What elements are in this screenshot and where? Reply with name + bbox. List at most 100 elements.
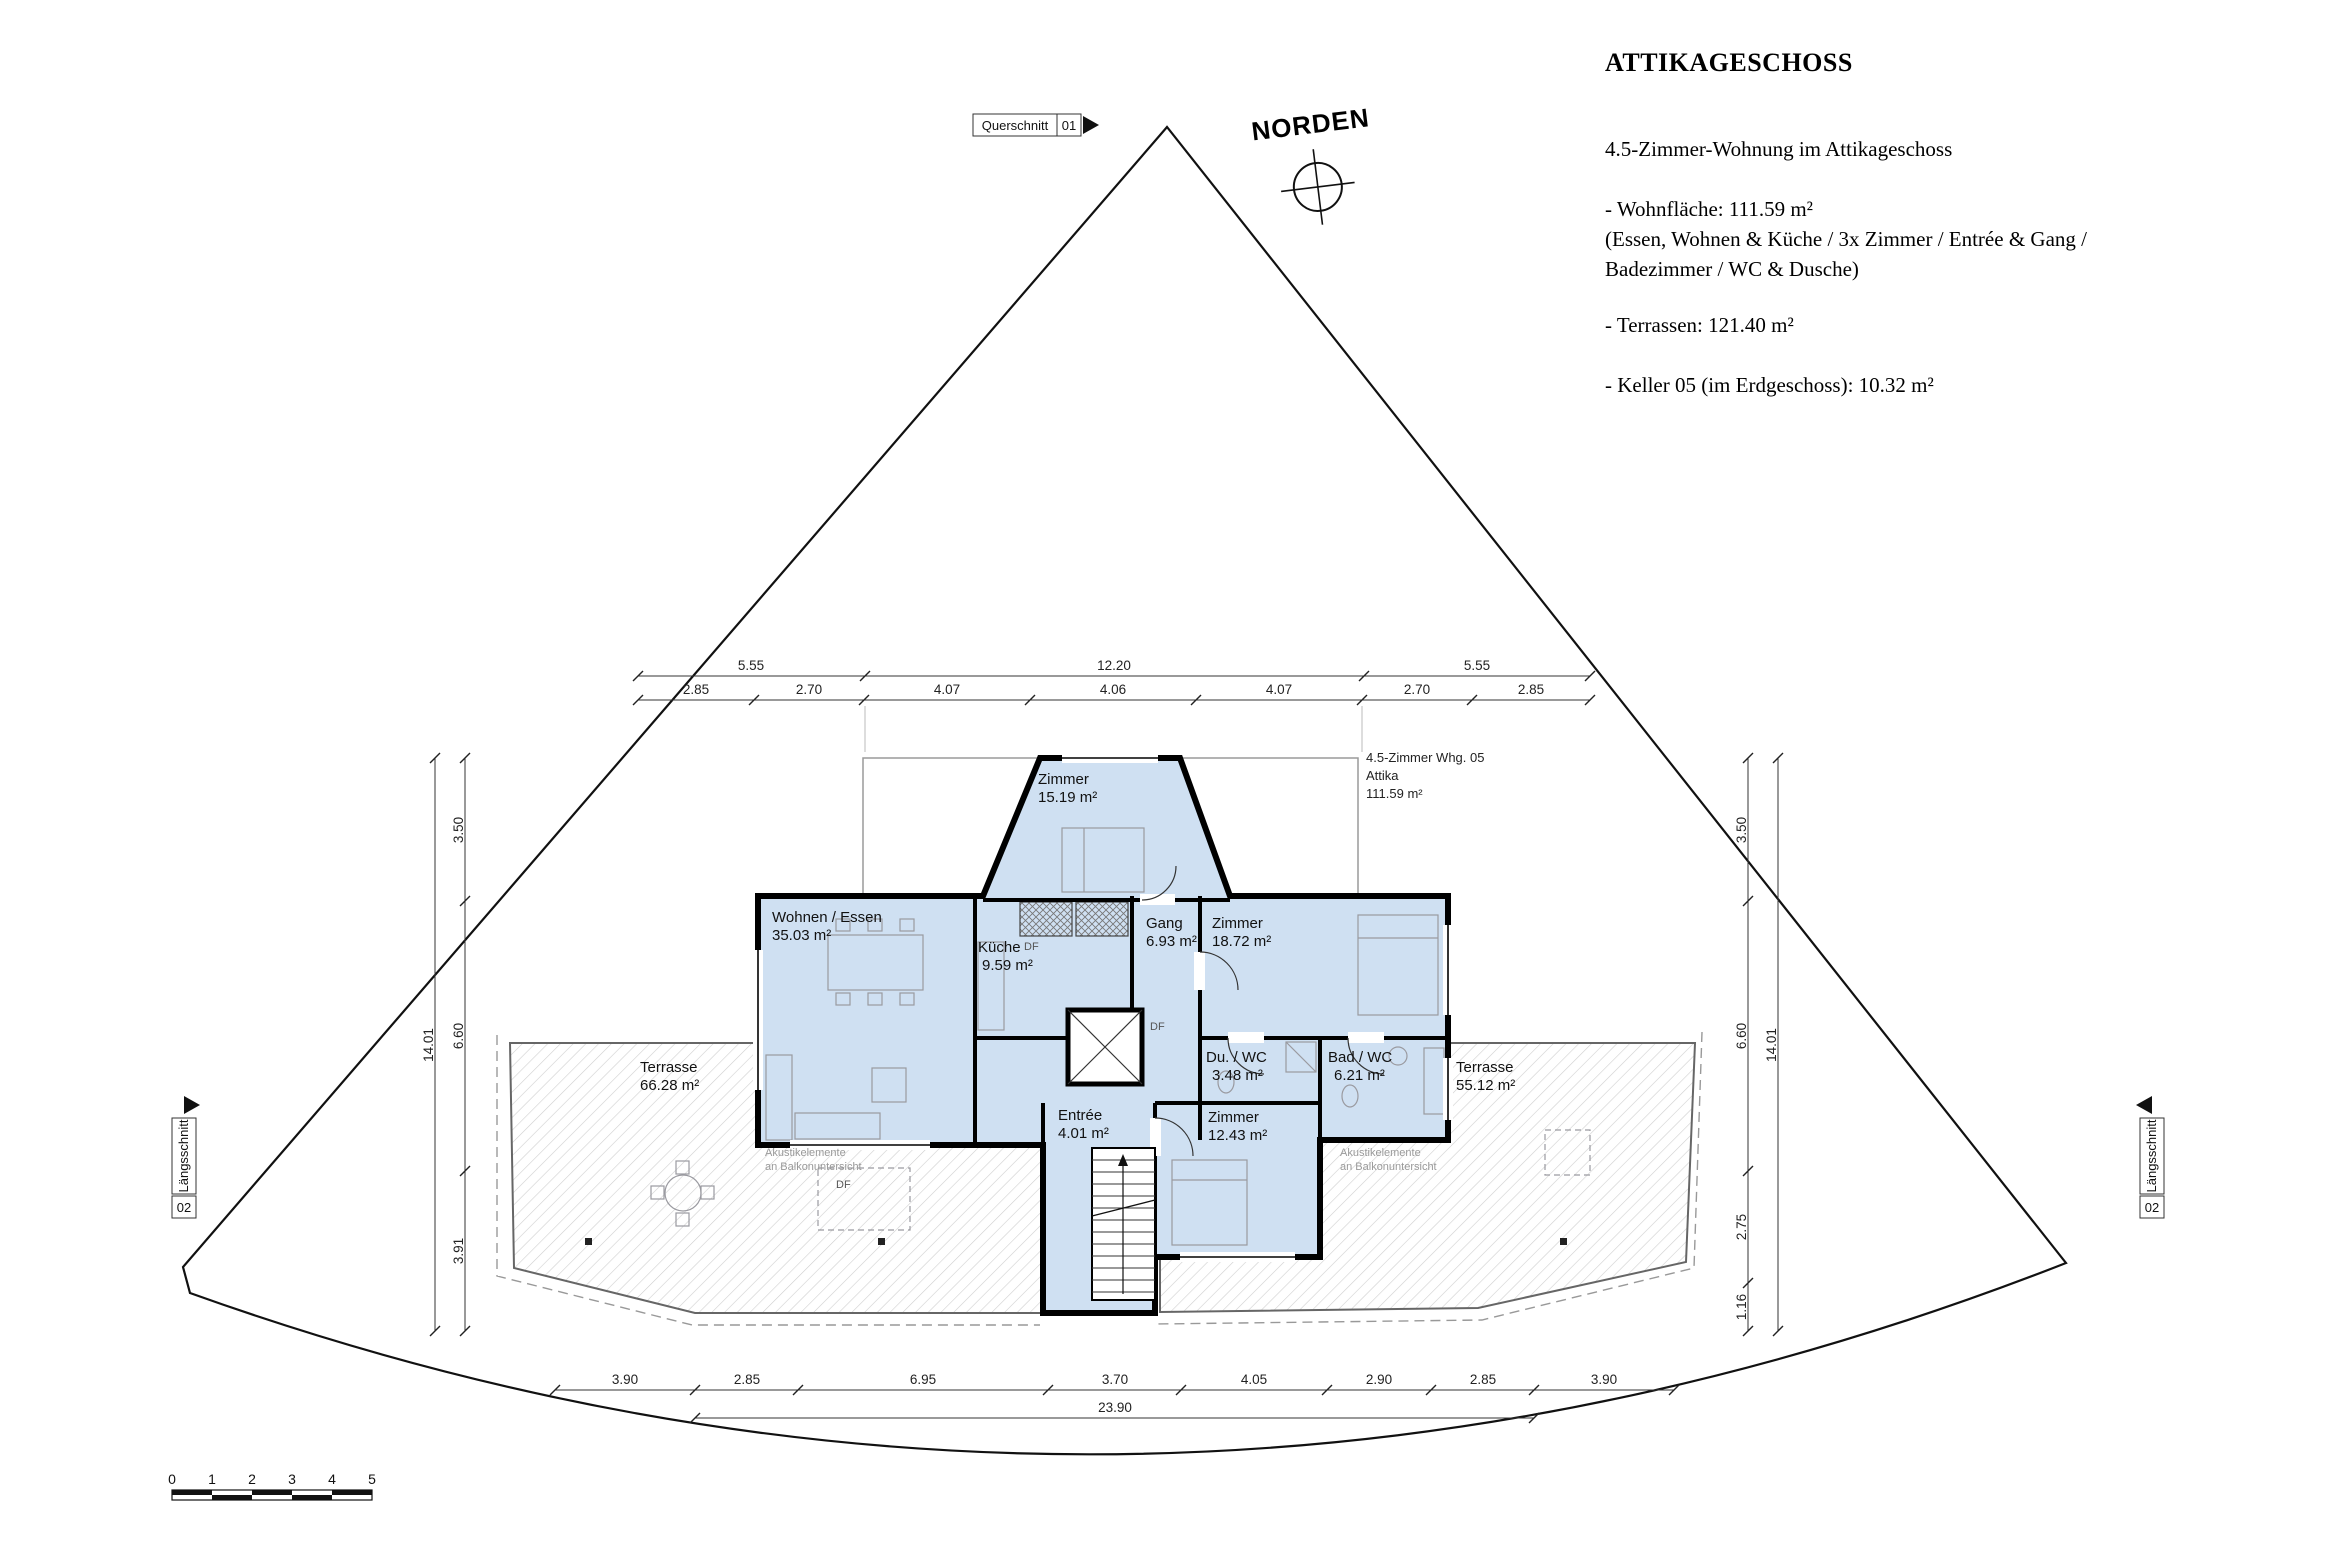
df-label: DF — [1150, 1021, 1165, 1033]
room-area-kueche: 9.59 m² — [982, 957, 1033, 974]
toilet — [1217, 1070, 1235, 1094]
room-label-zimmer-sued: Zimmer — [1208, 1109, 1259, 1126]
scale-num-3: 3 — [288, 1471, 296, 1487]
sheet-title: ATTIKAGESCHOSS — [1605, 48, 1853, 77]
scale-num-1: 1 — [208, 1471, 216, 1487]
apartment-tag-line1: 4.5-Zimmer Whg. 05 — [1366, 750, 1484, 765]
section-arrow-icon — [2136, 1096, 2152, 1114]
column-dot — [878, 1238, 885, 1245]
dim-top2-0: 2.85 — [683, 682, 709, 697]
section-marker-querschnitt: Querschnitt 01 — [972, 113, 1099, 137]
room-label-zimmer-nord: Zimmer — [1038, 771, 1089, 788]
doors — [1140, 865, 1385, 1157]
stair-arrow-icon — [1118, 1154, 1128, 1166]
room-area-wohnen-essen: 35.03 m² — [772, 927, 831, 944]
room-label-terrasse-ost: Terrasse — [1456, 1059, 1514, 1076]
door-arc — [1154, 1117, 1194, 1157]
legend-line-rooms-1: (Essen, Wohnen & Küche / 3x Zimmer / Ent… — [1605, 227, 2087, 251]
dim-top2-5: 2.70 — [1404, 682, 1430, 697]
laengsschnitt-label: Längsschnitt — [176, 1119, 191, 1192]
north-arrow: NORDEN — [1250, 102, 1371, 225]
room-area-terrasse-ost: 55.12 m² — [1456, 1077, 1515, 1094]
column-dot — [585, 1238, 592, 1245]
overhang-dashed-east — [1155, 1031, 1703, 1325]
room-area-zimmer-ost: 18.72 m² — [1212, 933, 1271, 950]
room-zimmer-nord — [983, 758, 1230, 900]
room-label-terrasse-west: Terrasse — [640, 1059, 698, 1076]
df-label: DF — [1024, 941, 1039, 953]
stair-break-line — [1091, 1199, 1156, 1217]
room-label-kueche: Küche — [978, 939, 1021, 956]
room-label-zimmer-ost: Zimmer — [1212, 915, 1263, 932]
room-area-zimmer-nord: 15.19 m² — [1038, 789, 1097, 806]
room-du-wc — [1200, 1038, 1320, 1103]
shower — [1285, 1041, 1317, 1073]
room-label-du-wc: Du. / WC — [1206, 1049, 1267, 1066]
section-marker-laengsschnitt-right: Längsschnitt 02 — [2136, 1096, 2165, 1219]
dim-top1-0: 5.55 — [738, 658, 764, 673]
sofa — [794, 1112, 881, 1140]
room-area-terrasse-west: 66.28 m² — [640, 1077, 699, 1094]
toilet — [1341, 1084, 1359, 1108]
dining-table — [827, 934, 924, 991]
legend-line-terrassen: - Terrassen: 121.40 m² — [1605, 313, 1794, 337]
legend-line-wohnflaeche: - Wohnfläche: 111.59 m² — [1605, 197, 1813, 221]
door-arc — [1199, 951, 1239, 991]
room-label-entree: Entrée — [1058, 1107, 1102, 1124]
dim-bottom-7: 3.90 — [1591, 1372, 1617, 1387]
overhang-dashed-west — [496, 1035, 1040, 1326]
dim-bottom-0: 3.90 — [612, 1372, 638, 1387]
df-label: DF — [836, 1179, 851, 1191]
door-arc — [1227, 1037, 1265, 1075]
akustik-note-ost-1: Akustikelemente — [1340, 1147, 1421, 1159]
dim-top1-1: 12.20 — [1097, 658, 1131, 673]
laengsschnitt-number: 02 — [177, 1200, 191, 1215]
room-wohnen-essen — [758, 896, 975, 1145]
room-bad-wc — [1320, 1038, 1448, 1140]
dim-right-outer: 14.01 — [1764, 1028, 1779, 1062]
querschnitt-label: Querschnitt — [982, 118, 1049, 133]
dim-bottom-5: 2.90 — [1366, 1372, 1392, 1387]
kitchen-counter — [977, 941, 1005, 1031]
sheet-subtitle: 4.5-Zimmer-Wohnung im Attikageschoss — [1605, 137, 1953, 161]
akustik-note-ost-2: an Balkonuntersicht — [1340, 1161, 1437, 1173]
dim-top2-3: 4.06 — [1100, 682, 1126, 697]
room-label-bad-wc: Bad / WC — [1328, 1049, 1392, 1066]
dim-left-outer: 14.01 — [421, 1028, 436, 1062]
room-label-wohnen-essen: Wohnen / Essen — [772, 909, 882, 926]
dim-right-inner-3: 1.16 — [1734, 1294, 1749, 1320]
querschnitt-number: 01 — [1062, 118, 1076, 133]
dim-top1-2: 5.55 — [1464, 658, 1490, 673]
dim-left-inner-0: 3.50 — [451, 817, 466, 843]
stairs — [1091, 1147, 1156, 1301]
section-marker-laengsschnitt-left: Längsschnitt 02 — [171, 1096, 200, 1219]
room-area-du-wc: 3.48 m² — [1212, 1067, 1263, 1084]
room-labels: Zimmer 15.19 m² Wohnen / Essen 35.03 m² … — [640, 771, 1515, 1144]
bed — [1357, 914, 1439, 1016]
legend-line-keller: - Keller 05 (im Erdgeschoss): 10.32 m² — [1605, 373, 1934, 397]
dim-bottom-total: 23.90 — [1098, 1400, 1132, 1415]
dim-right-inner-0: 3.50 — [1734, 817, 1749, 843]
legend-line-rooms-2: Badezimmer / WC & Dusche) — [1605, 257, 1859, 281]
skylight-outline — [817, 1167, 911, 1231]
dimensions: 5.55 12.20 5.55 2.85 2.70 4.07 4.06 4.07… — [421, 658, 1784, 1424]
sofa — [765, 1054, 793, 1141]
apartment-rooms — [758, 758, 1448, 1313]
room-area-entree: 4.01 m² — [1058, 1125, 1109, 1142]
akustik-note-west-1: Akustikelemente — [765, 1147, 846, 1159]
dim-bottom-2: 6.95 — [910, 1372, 936, 1387]
skylight-outline — [1544, 1129, 1591, 1176]
apartment-tag-line3: 111.59 m² — [1366, 786, 1423, 801]
dim-top2-1: 2.70 — [796, 682, 822, 697]
room-area-gang: 6.93 m² — [1146, 933, 1197, 950]
column-dot — [1560, 1238, 1567, 1245]
laengsschnitt-number: 02 — [2145, 1200, 2159, 1215]
windows — [753, 753, 1453, 1262]
apartment-tag-line2: Attika — [1366, 768, 1399, 783]
section-arrow-icon — [1083, 116, 1099, 134]
laengsschnitt-label: Längsschnitt — [2144, 1119, 2159, 1192]
elevator — [1065, 1007, 1145, 1087]
section-arrow-icon — [184, 1096, 200, 1114]
room-area-zimmer-sued: 12.43 m² — [1208, 1127, 1267, 1144]
